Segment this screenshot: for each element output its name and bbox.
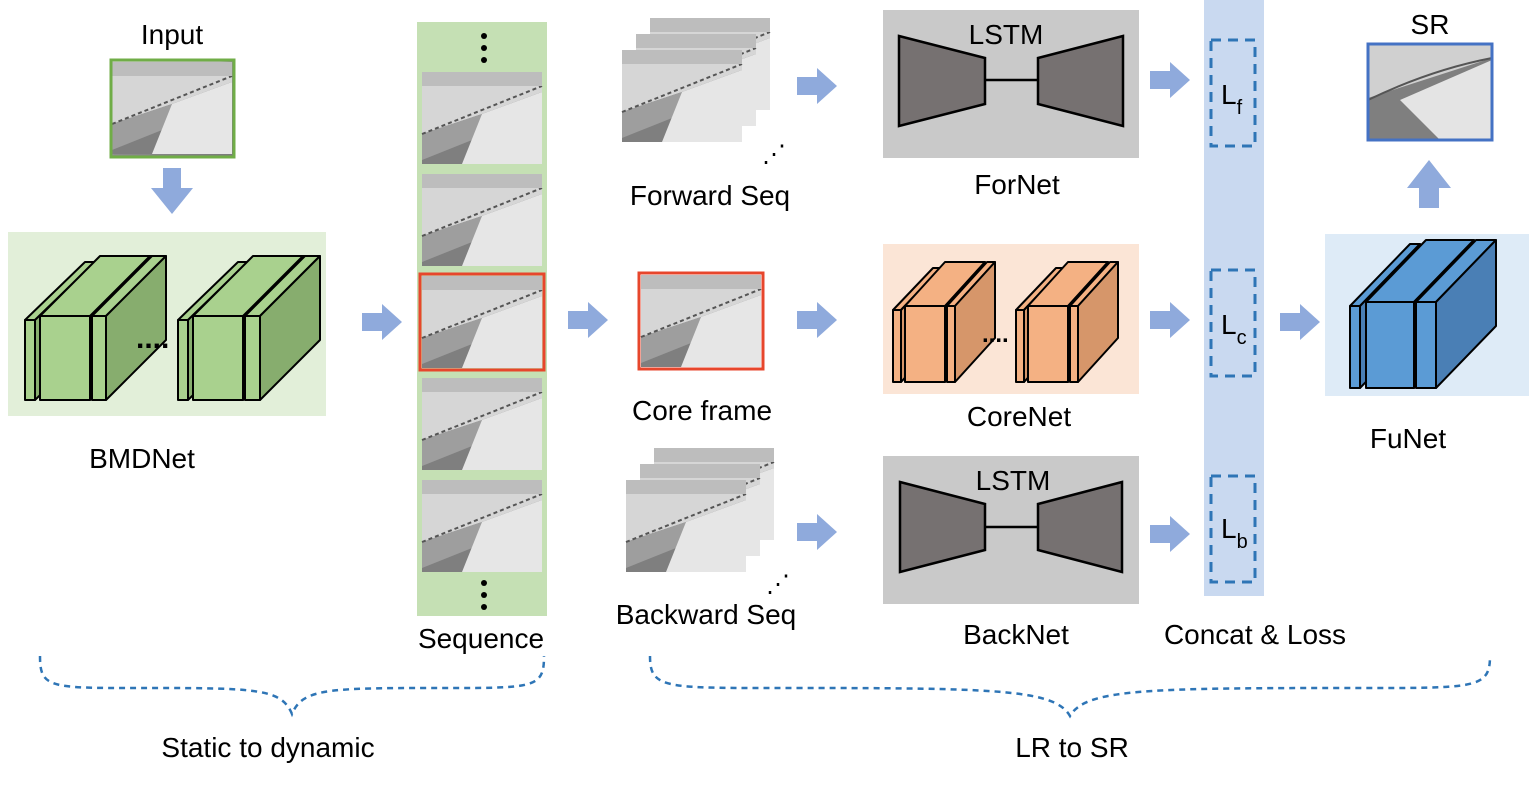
bmdnet-blocks bbox=[24, 255, 321, 401]
brace-lr-to-sr bbox=[648, 655, 1492, 719]
svg-text:Lc: Lc bbox=[1221, 309, 1247, 349]
bmdnet-label: BMDNet bbox=[89, 443, 195, 474]
sequence-top-dots bbox=[481, 33, 487, 63]
loss-f-sub: f bbox=[1237, 97, 1243, 119]
arrow-sequence-to-core bbox=[568, 302, 608, 338]
sequence-frame-1 bbox=[421, 71, 543, 165]
backnet-lstm-label: LSTM bbox=[976, 465, 1051, 496]
forward-seq-label: Forward Seq bbox=[630, 180, 790, 211]
loss-b-sub: b bbox=[1237, 531, 1248, 553]
fornet-lstm-shape bbox=[897, 34, 1125, 128]
arrow-concat-to-funet bbox=[1280, 304, 1320, 340]
loss-box-f: Lf bbox=[1209, 38, 1257, 148]
loss-b-base: L bbox=[1221, 513, 1237, 544]
sequence-bottom-dots bbox=[481, 580, 487, 610]
down-arrow-input bbox=[151, 168, 193, 214]
fornet-label: ForNet bbox=[974, 169, 1060, 200]
input-label: Input bbox=[141, 19, 203, 50]
fornet-lstm-label: LSTM bbox=[969, 19, 1044, 50]
sequence-frame-4 bbox=[421, 377, 543, 471]
lr-to-sr-label: LR to SR bbox=[1015, 732, 1129, 763]
corenet-blocks bbox=[892, 261, 1119, 383]
core-frame-image bbox=[637, 271, 765, 371]
loss-box-c: Lc bbox=[1209, 268, 1257, 378]
sr-image bbox=[1366, 42, 1494, 142]
bmdnet-dots: .... bbox=[136, 322, 169, 355]
arrow-corenet-to-concat bbox=[1150, 302, 1190, 338]
loss-c-base: L bbox=[1221, 309, 1237, 340]
sr-label: SR bbox=[1411, 9, 1450, 40]
sequence-label: Sequence bbox=[418, 623, 544, 654]
sequence-frame-5 bbox=[421, 479, 543, 573]
arrow-bmdnet-to-sequence bbox=[362, 304, 402, 340]
funet-blocks bbox=[1349, 239, 1497, 389]
funet-label: FuNet bbox=[1370, 423, 1446, 454]
brace-static-to-dynamic bbox=[38, 655, 546, 718]
corenet-label: CoreNet bbox=[967, 401, 1071, 432]
up-arrow-funet-to-sr bbox=[1407, 160, 1451, 208]
arrow-backward-to-backnet bbox=[797, 514, 837, 550]
backnet-label: BackNet bbox=[963, 619, 1069, 650]
concat-loss-label: Concat & Loss bbox=[1164, 619, 1346, 650]
forward-seq-ellipsis: ⋰ bbox=[762, 141, 786, 168]
svg-text:Lf: Lf bbox=[1221, 79, 1243, 119]
arrow-core-to-corenet bbox=[797, 302, 837, 338]
arrow-backnet-to-concat bbox=[1150, 516, 1190, 552]
svg-text:Lb: Lb bbox=[1221, 513, 1248, 553]
sequence-frame-2 bbox=[421, 173, 543, 267]
backward-seq-label: Backward Seq bbox=[616, 599, 797, 630]
loss-box-b: Lb bbox=[1209, 474, 1257, 584]
sequence-frame-core bbox=[418, 272, 546, 372]
static-to-dynamic-label: Static to dynamic bbox=[161, 732, 374, 763]
input-image bbox=[109, 58, 236, 159]
backward-seq-stack bbox=[625, 447, 775, 573]
core-frame-label: Core frame bbox=[632, 395, 772, 426]
backnet-lstm-shape bbox=[898, 480, 1124, 574]
corenet-dots: .... bbox=[982, 321, 1009, 348]
backward-seq-ellipsis: ⋰ bbox=[766, 571, 790, 598]
forward-seq-stack bbox=[621, 17, 771, 143]
loss-c-sub: c bbox=[1237, 327, 1247, 349]
loss-f-base: L bbox=[1221, 79, 1237, 110]
arrow-forward-to-fornet bbox=[797, 68, 837, 104]
arrow-fornet-to-concat bbox=[1150, 62, 1190, 98]
